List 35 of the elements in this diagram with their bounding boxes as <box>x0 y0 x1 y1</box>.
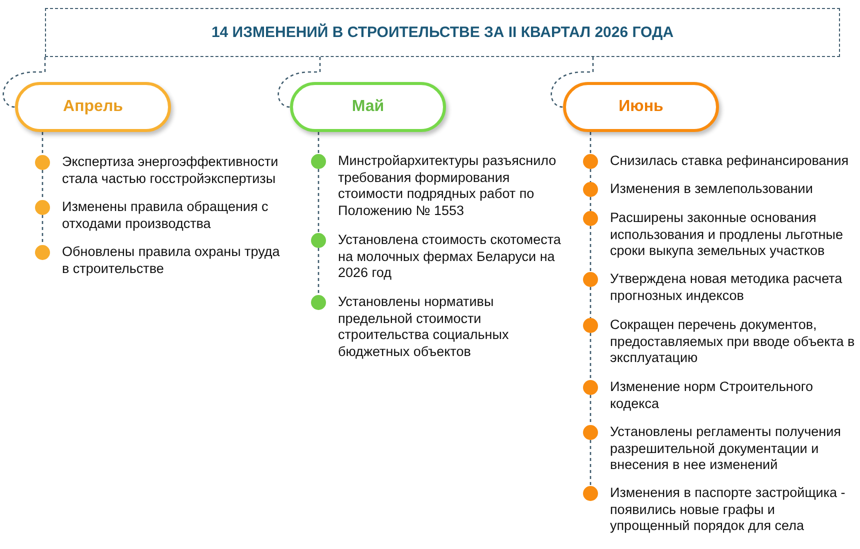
dashed-connector <box>318 169 320 233</box>
dashed-connector <box>550 57 594 108</box>
dashed-connector <box>278 57 321 108</box>
dashed-connector <box>42 215 44 245</box>
month-pill: Май <box>290 82 446 132</box>
dashed-connector <box>590 395 592 425</box>
item-text: Установлены регламенты получения разрешительной документации и внесения в нее изменений <box>610 424 842 474</box>
item-text: Минстройархитектуры разъяснило требования формирования стоимости подрядных работ по Положению № 1553 <box>338 153 558 219</box>
dashed-connector <box>590 197 592 211</box>
month-pill: Апрель <box>15 82 171 132</box>
dashed-connector <box>42 170 44 200</box>
item-text: Снизилась ставка рефинансирования <box>610 153 849 170</box>
item-text: Изменение норм Строительного кодекса <box>610 379 814 412</box>
dashed-connector <box>590 440 592 486</box>
title-banner: 14 ИЗМЕНЕНИЙ В СТРОИТЕЛЬСТВЕ ЗА II КВАРТАЛ 2026 ГОДА <box>45 8 840 57</box>
item-text: Установлена стоимость скотоместа на молочных фермах Беларуси на 2026 год <box>338 232 562 282</box>
dashed-connector <box>590 333 592 380</box>
item-text: Изменения в землепользовании <box>610 181 813 198</box>
item-text: Экспертиза энергоэффективности стала частью госстройэкспертизы <box>62 154 280 187</box>
dashed-connector <box>318 132 320 154</box>
item-text: Установлены нормативы предельной стоимости строительства социальных бюджетных объектов <box>338 294 510 360</box>
month-pill: Июнь <box>563 82 719 132</box>
dashed-connector <box>42 132 44 155</box>
item-text: Сокращен перечень документов, предоставляемых при вводе объекта в эксплуатацию <box>610 317 856 366</box>
item-text: Изменены правила обращения с отходами производства <box>62 199 270 232</box>
dashed-connector <box>318 248 320 295</box>
dashed-connector <box>590 226 592 272</box>
dashed-connector <box>590 169 592 182</box>
dashed-connector <box>590 132 592 154</box>
item-text: Расширены законные основания использования и продлены льготные сроки выкупа земельных участков <box>610 210 844 260</box>
item-text: Изменения в паспорте застройщика - появились новые графы и упрощенный порядок для села <box>610 485 846 534</box>
dashed-connector <box>590 287 592 318</box>
dashed-connector <box>2 57 46 108</box>
item-text: Обновлены правила охраны труда в строительстве <box>62 244 281 277</box>
item-text: Утверждена новая методика расчета прогнозных индексов <box>610 271 844 304</box>
